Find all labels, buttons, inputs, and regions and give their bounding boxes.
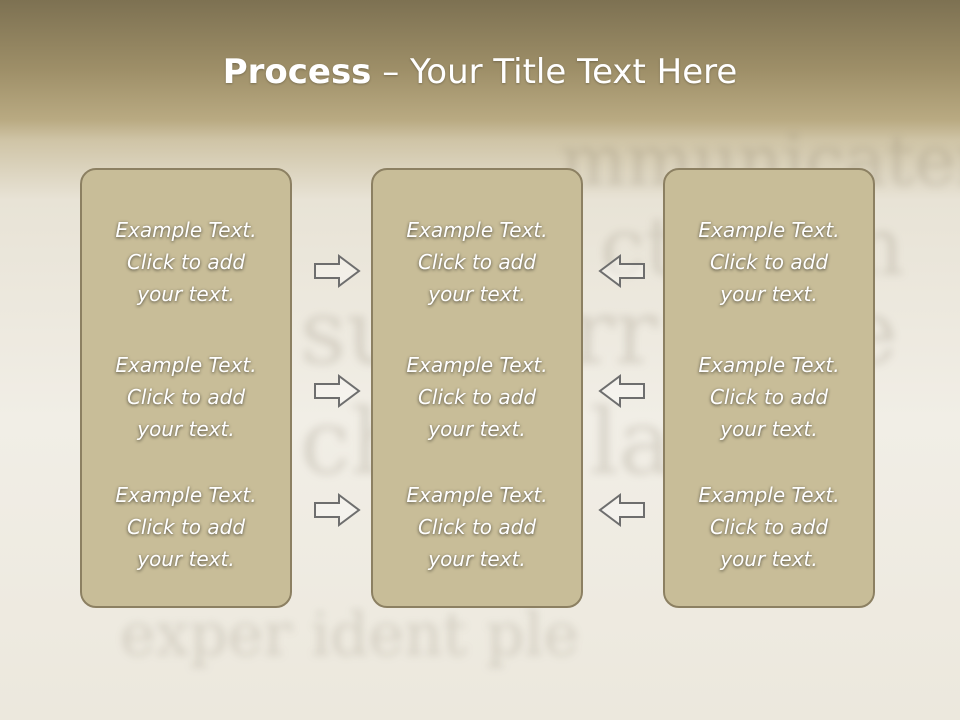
text-line: Example Text. [115, 353, 257, 377]
background-texture: exper ident ple [120, 600, 580, 670]
text-line: your text. [428, 547, 526, 571]
text-line: Example Text. [698, 483, 840, 507]
text-line: Click to add [126, 250, 246, 274]
text-block[interactable]: Example Text. Click to add your text. [82, 349, 290, 445]
text-line: your text. [720, 547, 818, 571]
text-line: your text. [428, 417, 526, 441]
text-line: Click to add [709, 250, 829, 274]
right-arrow-icon[interactable] [313, 253, 361, 289]
text-block[interactable]: Example Text. Click to add your text. [82, 479, 290, 575]
text-line: Example Text. [115, 218, 257, 242]
text-block[interactable]: Example Text. Click to add your text. [373, 214, 581, 310]
text-block[interactable]: Example Text. Click to add your text. [665, 349, 873, 445]
text-block[interactable]: Example Text. Click to add your text. [373, 479, 581, 575]
process-box-middle[interactable]: Example Text. Click to add your text. Ex… [371, 168, 583, 608]
text-line: Example Text. [406, 218, 548, 242]
title-rest: – Your Title Text Here [371, 52, 738, 92]
text-line: your text. [137, 547, 235, 571]
slide-title[interactable]: Process – Your Title Text Here [0, 52, 960, 92]
text-line: Example Text. [698, 353, 840, 377]
process-box-right[interactable]: Example Text. Click to add your text. Ex… [663, 168, 875, 608]
text-line: Click to add [417, 250, 537, 274]
text-line: Click to add [709, 515, 829, 539]
text-line: Click to add [126, 515, 246, 539]
right-arrow-icon[interactable] [313, 492, 361, 528]
text-line: your text. [428, 282, 526, 306]
text-block[interactable]: Example Text. Click to add your text. [665, 214, 873, 310]
text-line: Click to add [709, 385, 829, 409]
text-line: your text. [720, 417, 818, 441]
left-arrow-icon[interactable] [598, 492, 646, 528]
text-line: Example Text. [406, 353, 548, 377]
text-block[interactable]: Example Text. Click to add your text. [373, 349, 581, 445]
text-line: your text. [137, 282, 235, 306]
text-line: Example Text. [698, 218, 840, 242]
text-line: Click to add [126, 385, 246, 409]
text-line: your text. [137, 417, 235, 441]
title-bold: Process [222, 52, 372, 92]
text-line: your text. [720, 282, 818, 306]
text-line: Example Text. [406, 483, 548, 507]
text-block[interactable]: Example Text. Click to add your text. [82, 214, 290, 310]
text-line: Click to add [417, 385, 537, 409]
right-arrow-icon[interactable] [313, 373, 361, 409]
text-line: Example Text. [115, 483, 257, 507]
left-arrow-icon[interactable] [598, 373, 646, 409]
text-block[interactable]: Example Text. Click to add your text. [665, 479, 873, 575]
process-box-left[interactable]: Example Text. Click to add your text. Ex… [80, 168, 292, 608]
left-arrow-icon[interactable] [598, 253, 646, 289]
text-line: Click to add [417, 515, 537, 539]
